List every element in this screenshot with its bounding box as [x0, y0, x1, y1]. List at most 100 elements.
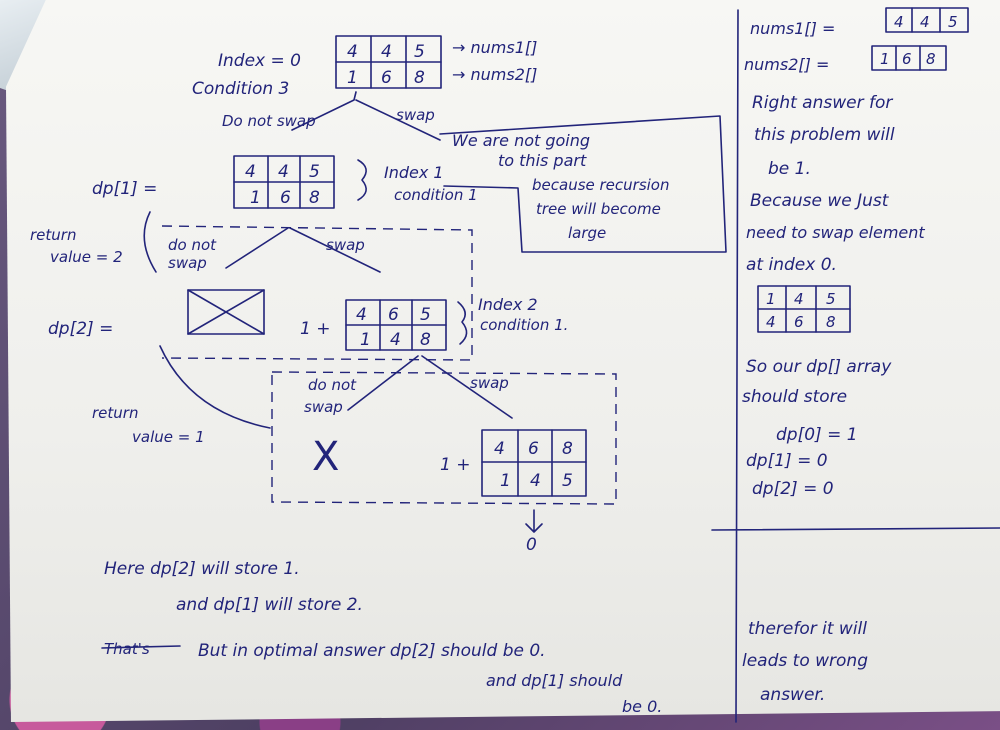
svg-text:5: 5 [826, 290, 836, 308]
l2-branch-right [421, 355, 513, 419]
l1-do-not-swap: swap [168, 254, 207, 272]
level3-cross: X [312, 434, 339, 480]
side-para3-line1: therefor it will [748, 619, 867, 639]
note-line-3: because recursion [532, 176, 670, 194]
side-para1-line5: need to swap element [746, 223, 925, 242]
svg-text:4: 4 [794, 290, 804, 308]
svg-text:4: 4 [766, 313, 776, 331]
branch-right-arrow [355, 99, 441, 141]
note-line-1: We are not going [452, 131, 590, 150]
return2-label-2: value = 2 [50, 248, 123, 266]
level1-condition: condition 1 [394, 186, 478, 204]
l1-r2-c3: 8 [309, 188, 320, 208]
l2-do-not-swap: swap [304, 398, 343, 416]
l3-r1-c2: 6 [528, 439, 539, 459]
side-para1-line4: Because we Just [750, 191, 890, 211]
l2-r1-c3: 5 [420, 305, 431, 325]
level2-index: Index 2 [478, 295, 538, 314]
side-nums2-grid: 1 6 8 [871, 45, 947, 71]
note-line-4: tree will become [536, 200, 661, 218]
top-r1-c3: 5 [414, 42, 425, 62]
side-para2-line2: should store [742, 387, 847, 407]
level1-index: Index 1 [384, 163, 444, 182]
l2-r1-c1: 4 [356, 305, 367, 325]
svg-text:4: 4 [894, 13, 904, 31]
top-r2-c3: 8 [414, 68, 425, 88]
svg-text:5: 5 [948, 13, 958, 31]
level2-condition: condition 1. [480, 316, 568, 334]
side-para1-line1: Right answer for [752, 93, 893, 113]
level3-plus: 1 + [440, 455, 470, 475]
side-nums1-label: nums1[] = [750, 19, 835, 38]
side-dp0: dp[0] = 1 [776, 425, 858, 445]
level1-dashed-region [161, 225, 473, 361]
not-going-note-box [439, 115, 727, 253]
level2-array-grid: 4 6 5 1 4 8 [345, 299, 447, 351]
strike-through [101, 645, 181, 649]
side-nums1-grid: 4 4 5 [885, 7, 969, 33]
l2-do-not: do not [308, 376, 357, 394]
branch-swap: swap [396, 106, 435, 124]
l1-r1-c1: 4 [245, 162, 256, 182]
down-arrow-icon [525, 509, 543, 533]
svg-text:8: 8 [826, 313, 836, 331]
l3-r2-c1: 1 [500, 471, 511, 491]
l3-r2-c3: 5 [562, 471, 573, 491]
l1-r2-c1: 1 [250, 188, 261, 208]
top-condition-label: Condition 3 [192, 79, 289, 99]
l1-branch-left [225, 227, 289, 269]
l3-r2-c2: 4 [530, 471, 541, 491]
l1-swap: swap [326, 236, 365, 254]
vertical-divider [735, 9, 739, 723]
branch-do-not-swap: Do not swap [222, 112, 316, 130]
side-nums2-label: nums2[] = [744, 55, 829, 74]
dp2-label: dp[2] = [48, 319, 113, 339]
note-bottom-5: be 0. [622, 697, 662, 716]
note-bottom-2: and dp[1] will store 2. [176, 595, 363, 615]
note-line-2: to this part [498, 151, 587, 170]
l2-r2-c1: 1 [360, 330, 371, 350]
side-para1-line2: this problem will [754, 125, 895, 145]
l2-r2-c3: 8 [420, 330, 431, 350]
dp1-label: dp[1] = [92, 179, 157, 199]
branch-left-arrow [291, 91, 357, 131]
svg-text:4: 4 [920, 13, 930, 31]
svg-text:1: 1 [766, 290, 776, 308]
return1-label-1: return [92, 404, 138, 422]
l2-swap: swap [470, 374, 509, 392]
note-line-5: large [568, 224, 606, 242]
side-answer-grid: 1 4 5 4 6 8 [757, 285, 851, 333]
horizontal-divider [711, 527, 1000, 531]
level2-plus: 1 + [300, 319, 330, 339]
l3-r1-c1: 4 [494, 439, 505, 459]
return1-arc [159, 345, 271, 429]
top-r1-c2: 4 [381, 42, 392, 62]
svg-text:1: 1 [880, 50, 890, 68]
l1-r2-c2: 6 [280, 188, 291, 208]
svg-text:6: 6 [902, 50, 912, 68]
l1-branch-right [289, 227, 381, 273]
top-array-grid: 4 4 5 1 6 8 [335, 35, 442, 89]
l3-r1-c3: 8 [562, 439, 573, 459]
level2-brace [457, 301, 468, 345]
note-bottom-crossed: That's [104, 640, 150, 658]
level2-dashed-region [271, 371, 617, 505]
top-r2-c1: 1 [347, 68, 358, 88]
side-para1-line3: be 1. [768, 159, 811, 179]
level1-brace [357, 159, 367, 201]
l2-branch-left [347, 355, 419, 411]
level3-array-grid: 4 6 8 1 4 5 [481, 429, 587, 497]
top-r2-c2: 6 [381, 68, 392, 88]
top-index-label: Index = 0 [218, 51, 301, 71]
side-dp1: dp[1] = 0 [746, 451, 828, 471]
note-bottom-4: and dp[1] should [486, 671, 623, 690]
l2-r1-c2: 6 [388, 305, 399, 325]
side-para2-line1: So our dp[] array [746, 357, 892, 377]
level3-result: 0 [526, 535, 537, 555]
paper-sheet [6, 0, 1000, 722]
return2-label-1: return [30, 226, 76, 244]
l1-do-not: do not [168, 236, 217, 254]
level2-crossed-box-icon [187, 289, 265, 335]
return2-arc [143, 211, 157, 273]
